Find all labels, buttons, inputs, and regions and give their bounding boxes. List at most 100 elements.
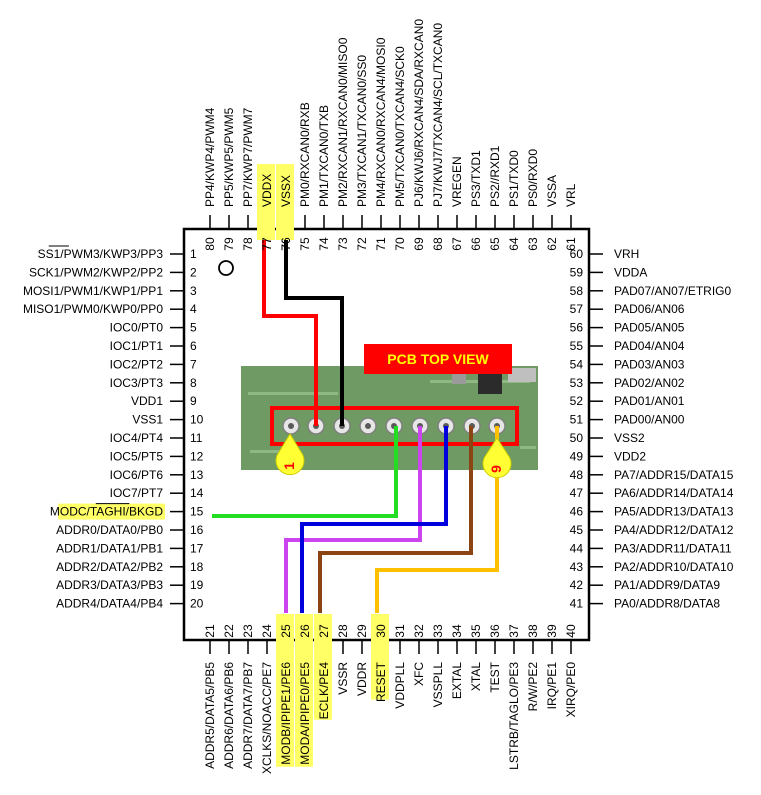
pin-label: PA1/ADDR9/DATA9	[614, 578, 720, 592]
pin-label: ECLK/PE4	[317, 662, 331, 720]
pin-label: ADDR3/DATA3/PB3	[56, 578, 163, 592]
pin-label: PAD00/AN00	[614, 413, 685, 427]
pin-number: 14	[190, 486, 204, 500]
pin-label: PP7/KWP7/PWM7	[241, 107, 255, 207]
pin-number: 60	[570, 247, 584, 261]
pin-label: VSSA	[545, 175, 559, 207]
pin-number: 5	[190, 321, 197, 335]
pin-number: 42	[570, 578, 584, 592]
pin-label: MOSI1/PWM1/KWP1/PP1	[23, 284, 163, 298]
pin-label: ADDR0/DATA0/PB0	[56, 523, 163, 537]
pin-number: 77	[260, 237, 274, 251]
pin-number: 49	[570, 449, 584, 463]
pin-label: PM5/TXCAN0/TXCAN4/SCK0	[393, 46, 407, 207]
pin-number: 36	[488, 624, 502, 638]
pin-highlight	[58, 503, 166, 520]
pin1-orientation-dot	[218, 260, 234, 276]
wire-vddx	[262, 235, 318, 426]
pin-number: 40	[564, 624, 578, 638]
pin-number: 61	[564, 237, 578, 251]
pin-number: 37	[507, 624, 521, 638]
pin-label: VDDA	[614, 265, 647, 279]
pin-label: PJ7/KWJ7/TXCAN4/SCL/TXCAN0	[431, 23, 445, 207]
pin-label: VDD2	[614, 449, 646, 463]
pin-label: R/W/PE2	[526, 662, 540, 712]
pin-highlight	[257, 164, 275, 240]
pcb-component	[452, 374, 466, 384]
pin-label: ADDR4/DATA4/PB4	[56, 597, 163, 611]
pin-number: 21	[203, 624, 217, 638]
pin-label: VREGEN	[450, 156, 464, 207]
pin-number: 4	[190, 302, 197, 316]
pin-number: 71	[374, 237, 388, 251]
pin-label: ADDR7/DATA7/PB7	[241, 662, 255, 769]
pin-number: 25	[279, 624, 293, 638]
pin-number: 76	[279, 237, 293, 251]
pin-number: 65	[488, 237, 502, 251]
pin-number: 48	[570, 468, 584, 482]
pin-number: 10	[190, 413, 204, 427]
pin-number: 23	[241, 624, 255, 638]
pin-number: 70	[393, 237, 407, 251]
pin-label: VDDPLL	[393, 662, 407, 709]
pin-number: 73	[336, 237, 350, 251]
pin-number: 26	[298, 624, 312, 638]
wire-modb	[284, 426, 422, 613]
pin-number: 77	[260, 237, 274, 251]
pin-highlight	[371, 614, 389, 700]
pcb-trace	[520, 446, 536, 449]
pin-number: 46	[570, 505, 584, 519]
pcb-component	[478, 372, 502, 394]
pin-number: 44	[570, 541, 584, 555]
pin-number: 72	[355, 237, 369, 251]
pin-number: 28	[336, 624, 350, 638]
pin-number: 78	[241, 237, 255, 251]
pin-number: 20	[190, 597, 204, 611]
pin-number: 31	[393, 624, 407, 638]
pin-label: PP4/KWP4/PWM4	[203, 107, 217, 207]
pin-label: PA3/ADDR11/DATA11	[614, 541, 732, 555]
pin-number: 1	[190, 247, 197, 261]
pin-number: 68	[431, 237, 445, 251]
pin-number: 80	[203, 237, 217, 251]
pin-label: PA2/ADDR10/DATA10	[614, 560, 734, 574]
pin9-marker-shape	[482, 437, 512, 479]
pin-label: MODA/IPIPE0/PE5	[298, 662, 312, 765]
pin-number: 43	[570, 560, 584, 574]
pin-label: VDDX	[260, 174, 274, 207]
pin-label: IOC5/PT5	[110, 449, 164, 463]
pin-label: EXTAL	[450, 662, 464, 699]
pin-label: VRH	[614, 247, 639, 261]
pin-number: 63	[526, 237, 540, 251]
pin-number: 52	[570, 394, 584, 408]
pin-number: 59	[570, 265, 584, 279]
pin-label: PA0/ADDR8/DATA8	[614, 597, 720, 611]
pin-label: VSSPLL	[431, 662, 445, 708]
pin-label: IOC4/PT4	[110, 431, 164, 445]
pin9-marker-label: 9	[488, 465, 504, 473]
pin-label: SCK1/PWM2/KWP2/PP2	[29, 265, 163, 279]
pin-label: ADDR2/DATA2/PB2	[56, 560, 163, 574]
pin-number: 79	[222, 237, 236, 251]
pin-label: IOC6/PT6	[110, 468, 164, 482]
pin-number: 76	[279, 237, 293, 251]
pin-number: 56	[570, 321, 584, 335]
pcb-component	[508, 368, 536, 382]
pin-number: 64	[507, 237, 521, 251]
pin-label: VDD1	[131, 394, 163, 408]
pin-label: PM2/RXCAN1/RXCAN0/MISO0	[336, 37, 350, 207]
pin-number: 47	[570, 486, 584, 500]
pin-label: SS1/PWM3/KWP3/PP3	[38, 247, 164, 261]
pin-number: 15	[190, 505, 204, 519]
connector-pad-hole	[365, 423, 371, 429]
pin-label: XTAL	[469, 662, 483, 691]
pin-number: 30	[374, 624, 388, 638]
pin-label: PM3/TXCAN1/TXCAN0/SS0	[355, 55, 369, 207]
pin-label: MODC/TAGHI/BKGD	[50, 505, 163, 519]
pin-label: PAD07/AN07/ETRIG0	[614, 284, 731, 298]
pin-label: IOC3/PT3	[110, 376, 164, 390]
pin-label: VRL	[564, 183, 578, 207]
pin-label: IOC0/PT0	[110, 321, 164, 335]
pin-number: 58	[570, 284, 584, 298]
banner-background	[364, 344, 512, 374]
